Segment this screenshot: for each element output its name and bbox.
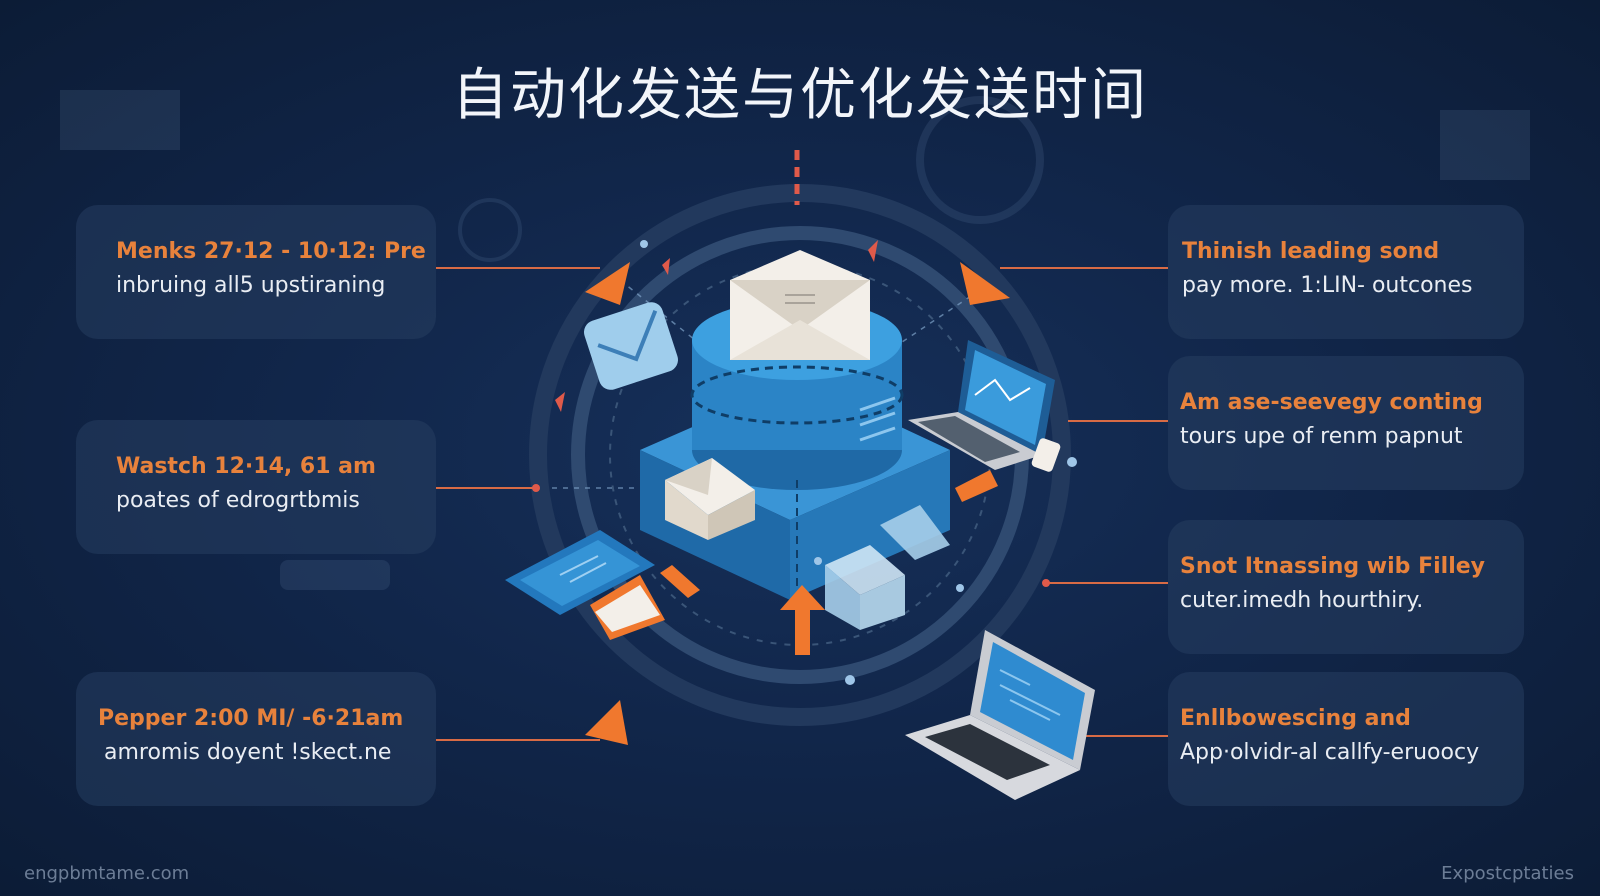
background-decoration bbox=[60, 90, 1530, 590]
card-body: inbruing all5 upstiraning bbox=[116, 273, 386, 298]
card-body: poates of edrogrtbmis bbox=[116, 488, 360, 513]
card-body: tours upe of renm papnut bbox=[1180, 424, 1463, 449]
card-heading: Enllbowescing and bbox=[1180, 706, 1411, 731]
card-body: amromis doyent !skect.ne bbox=[104, 740, 392, 765]
footer-watermark-right: Expostcptaties bbox=[1441, 863, 1574, 884]
info-card-left-3: Pepper 2:00 MI/ -6·21am amromis doyent !… bbox=[76, 672, 436, 806]
card-heading: Pepper 2:00 MI/ -6·21am bbox=[98, 706, 404, 731]
info-card-right-3: Snot Itnassing wib Filley cuter.imedh ho… bbox=[1168, 520, 1524, 654]
info-card-right-1: Thinish leading sond pay more. 1:LIN- ou… bbox=[1168, 205, 1524, 339]
envelope-icon bbox=[730, 250, 870, 360]
outer-ring bbox=[529, 184, 1071, 726]
card-heading: Snot Itnassing wib Filley bbox=[1180, 554, 1485, 579]
card-heading: Wastch 12·14, 61 am bbox=[116, 454, 376, 479]
tablet-icon bbox=[505, 530, 655, 615]
envelope-icon bbox=[590, 575, 665, 640]
page-title: 自动化发送与优化发送时间 bbox=[452, 63, 1148, 128]
envelope-icon bbox=[825, 505, 950, 630]
card-body: cuter.imedh hourthiry. bbox=[1180, 588, 1424, 613]
arrow-icon bbox=[585, 262, 1010, 745]
envelope-icon bbox=[665, 458, 755, 540]
laptop-icon bbox=[908, 340, 1061, 472]
info-card-right-4: Enllbowescing and App·olvidr-al callfy-e… bbox=[1168, 672, 1524, 806]
info-card-right-2: Am ase-seevegy conting tours upe of renm… bbox=[1168, 356, 1524, 490]
info-card-left-2: Wastch 12·14, 61 am poates of edrogrtbmi… bbox=[76, 420, 436, 554]
envelope-icon bbox=[584, 302, 678, 390]
info-card-left-1: Menks 27·12 - 10·12: Pre inbruing all5 u… bbox=[76, 205, 436, 339]
card-body: App·olvidr-al callfy-eruoocy bbox=[1180, 740, 1480, 765]
card-heading: Menks 27·12 - 10·12: Pre bbox=[116, 239, 426, 264]
laptop-icon bbox=[905, 630, 1095, 800]
footer-watermark-left: engpbmtame.com bbox=[24, 863, 190, 884]
card-body: pay more. 1:LIN- outcones bbox=[1182, 273, 1473, 298]
card-heading: Thinish leading sond bbox=[1182, 239, 1440, 264]
card-heading: Am ase-seevegy conting bbox=[1180, 390, 1483, 415]
